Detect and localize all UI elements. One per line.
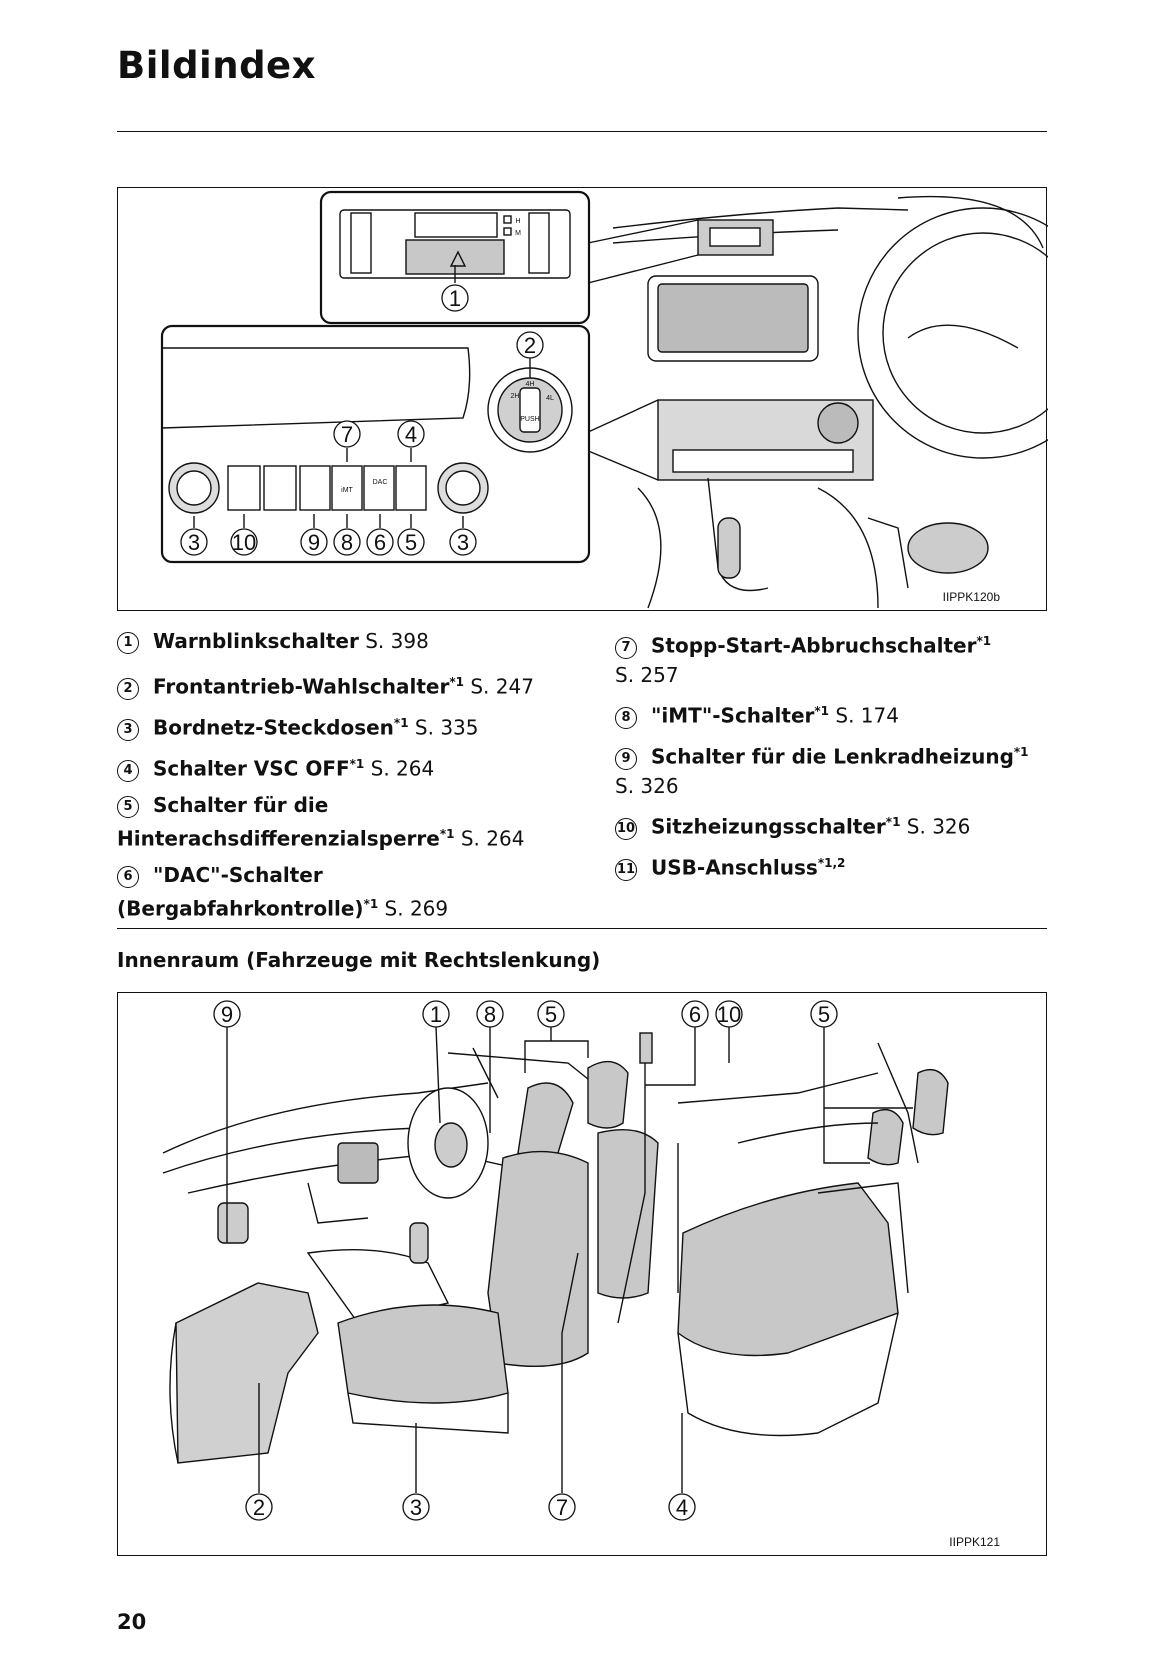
page-number: 20 (117, 1610, 147, 1634)
page-title: Bildindex (117, 44, 317, 87)
fig1-callout-6: 6 (374, 530, 386, 555)
fig1-callout-7: 7 (341, 422, 353, 447)
switch-panel-illustration: 1 2 7 4 3 10 9 8 6 5 3 2H 4H 4L PUSH (160, 190, 1048, 609)
button-label-dac: DAC (373, 479, 388, 486)
fig1-callout-2: 2 (524, 333, 536, 358)
fig2-callout-3: 3 (410, 1495, 422, 1520)
knob-label-4l: 4L (546, 395, 554, 402)
button-label-h: H (515, 218, 520, 225)
fig2-callout-2: 2 (253, 1495, 265, 1520)
button-label-m: M (515, 230, 521, 237)
figure-switch-panel: 1 2 7 4 3 10 9 8 6 5 3 2H 4H 4L PUSH (117, 187, 1048, 611)
fig1-callout-3b: 3 (457, 530, 469, 555)
fig2-callout-9: 9 (221, 1002, 233, 1027)
fig2-callout-7: 7 (556, 1495, 568, 1520)
fig1-callout-10: 10 (232, 530, 256, 555)
section-title: Innenraum (Fahrzeuge mit Rechtslenkung) (117, 948, 601, 972)
title-rule (117, 131, 1047, 132)
fig2-callout-6: 6 (689, 1002, 701, 1027)
figure1-code: IIPPK120b (942, 590, 1000, 604)
interior-illustration: 9 1 8 5 6 10 5 2 3 7 4 (162, 1000, 949, 1521)
fig2-callout-10: 10 (717, 1002, 741, 1027)
figure-interior: 9 1 8 5 6 10 5 2 3 7 4 IIPPK121 (117, 992, 1047, 1556)
fig2-callout-5b: 5 (818, 1002, 830, 1027)
section-rule (117, 928, 1047, 929)
list-item-6: 6"DAC"-Schalter (Bergabfahrkontrolle)*1 … (117, 863, 449, 921)
fig1-callout-8: 8 (341, 530, 353, 555)
figure2-code: IIPPK121 (949, 1535, 1000, 1549)
knob-label-2h: 2H (511, 393, 520, 400)
fig1-callout-1: 1 (449, 286, 461, 311)
fig1-callout-9: 9 (308, 530, 320, 555)
knob-label-push: PUSH (520, 416, 539, 423)
list-item-8: 8"iMT"-Schalter*1 S. 174 (615, 697, 899, 731)
fig2-callout-1: 1 (430, 1002, 442, 1027)
fig1-callout-3a: 3 (188, 530, 200, 555)
knob-label-4h: 4H (526, 381, 535, 388)
fig2-callout-4: 4 (676, 1495, 688, 1520)
fig2-callout-5a: 5 (545, 1002, 557, 1027)
button-label-imt: iMT (341, 487, 353, 494)
fig2-callout-8: 8 (484, 1002, 496, 1027)
fig1-callout-5: 5 (405, 530, 417, 555)
fig1-callout-4: 4 (405, 422, 417, 447)
